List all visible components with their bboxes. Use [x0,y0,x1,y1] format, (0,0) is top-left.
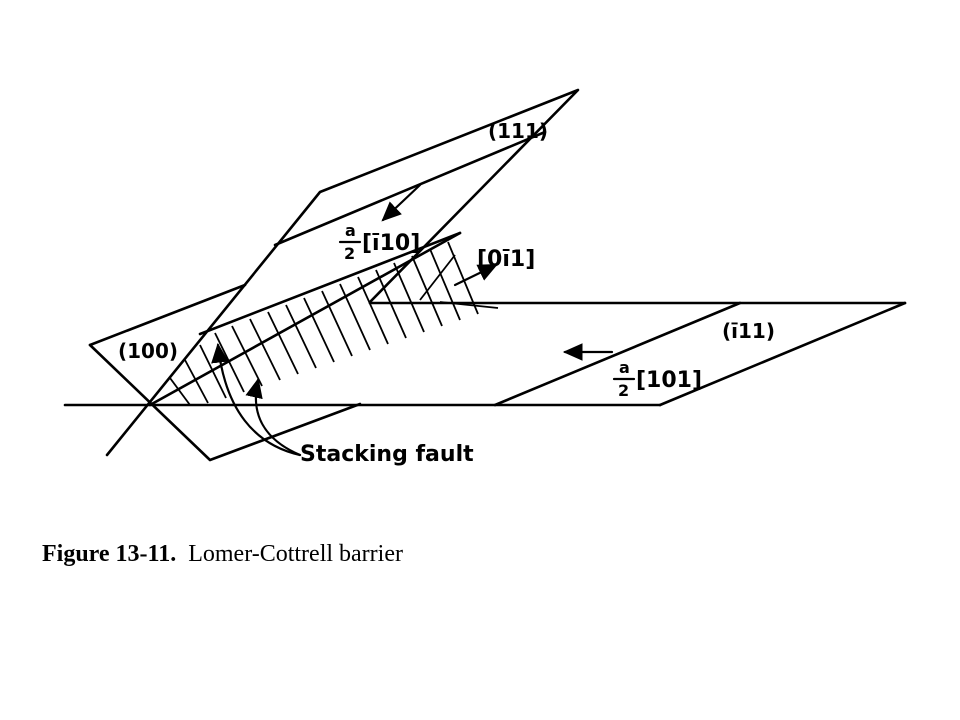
stacking-fault-hatch [150,235,520,406]
plane-111 [105,88,580,457]
direction-0bar11-arrow [453,263,498,287]
label-burgers-1-num: a [345,221,356,240]
label-burgers-2-vec: [101] [636,368,702,393]
label-plane-bar111: (ī11) [722,319,775,343]
labels: (111) (100) (ī11) [0ī1] a 2 [ī10] a 2 [1… [118,119,775,467]
label-plane-100: (100) [118,339,178,363]
label-burgers-2-num: a [619,358,630,377]
plane-bar111 [63,301,907,407]
arrows [211,183,614,457]
label-stacking-fault: Stacking fault [300,442,474,467]
burgers-110-arrow [381,183,422,222]
label-burgers-1-vec: [ī10] [362,231,420,256]
label-plane-111: (111) [488,119,548,143]
label-direction-0bar11: [0ī1] [477,247,535,272]
figure-number: Figure 13-11. [42,541,177,567]
label-burgers-1-den: 2 [344,244,355,263]
figure-caption: Figure 13-11. Lomer-Cottrell barrier [42,541,403,568]
stacking-fault-arrow-1 [211,342,302,457]
figure-title: Lomer-Cottrell barrier [188,541,403,567]
stacking-fault-arrow-2 [245,377,302,457]
label-burgers-2-den: 2 [618,381,629,400]
plane-100 [88,231,462,462]
